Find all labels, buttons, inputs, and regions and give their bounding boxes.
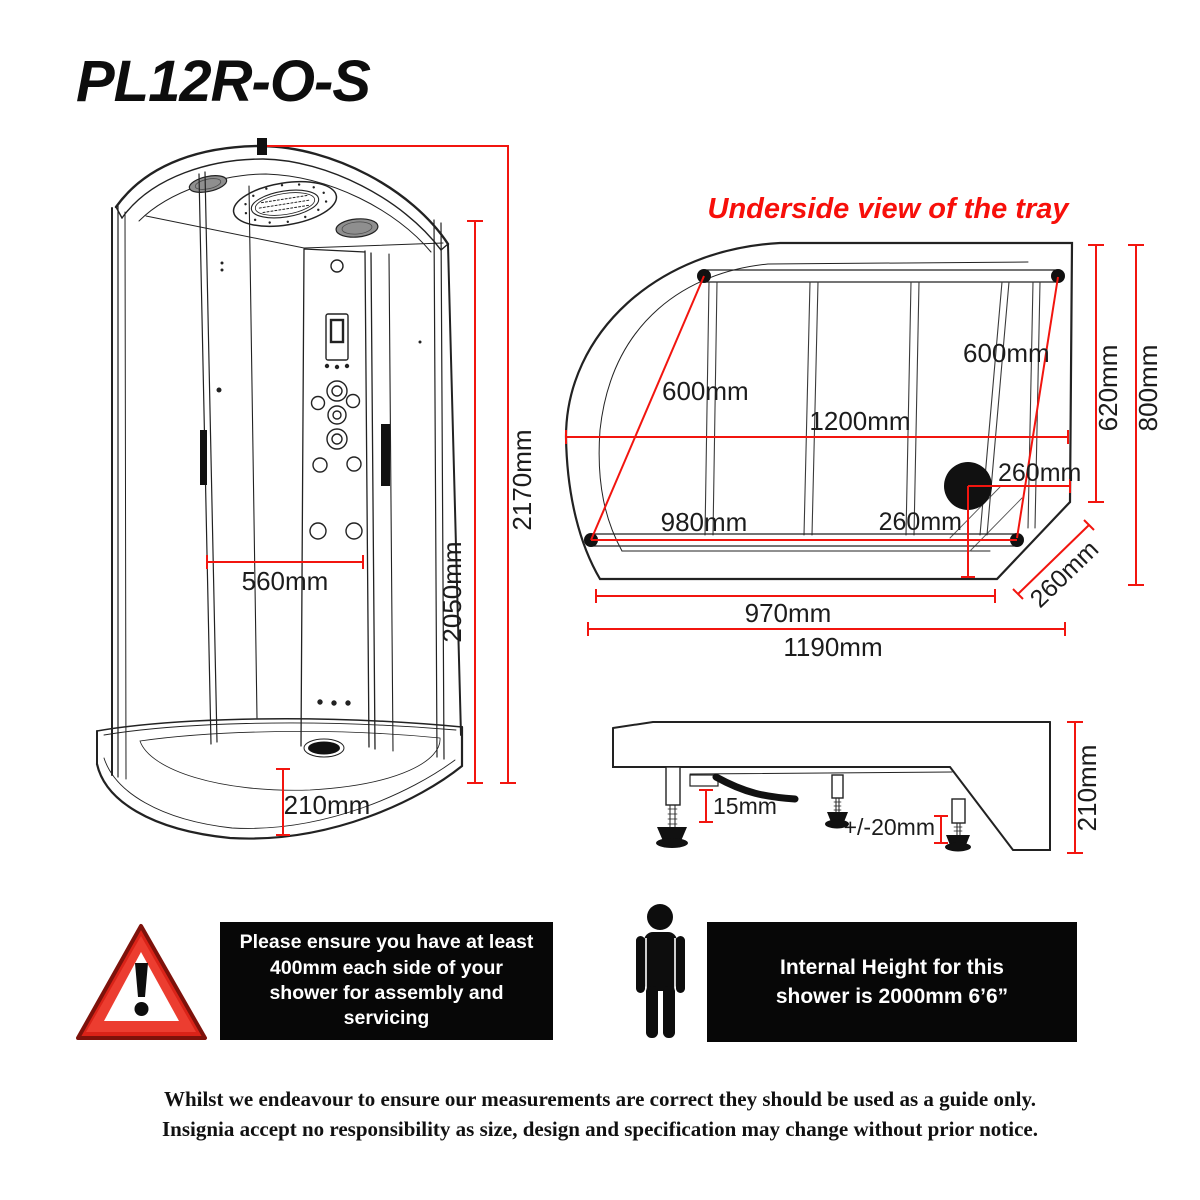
dim-overall-height-label: 2170mm <box>507 429 537 530</box>
dim-corner-label: 260mm <box>1025 535 1104 613</box>
internal-height-notice: Internal Height for this shower is 2000m… <box>707 922 1077 1042</box>
page-title: PL12R-O-S <box>76 49 371 114</box>
dim-diag-left-label: 600mm <box>662 376 749 406</box>
adjustable-foot-left <box>656 766 688 848</box>
cabin-dimension-lines <box>206 145 516 836</box>
clearance-notice-line: servicing <box>343 1007 430 1030</box>
dim-tray-width-label: 1200mm <box>809 406 910 436</box>
roof-datum-tick <box>257 138 267 155</box>
cabin-tray <box>95 718 464 840</box>
dim-diag-right-label: 600mm <box>963 338 1050 368</box>
dim-profile-height-label: 210mm <box>1072 745 1102 832</box>
disclaimer: Whilst we endeavour to ensure our measur… <box>0 1085 1200 1145</box>
internal-height-line: Internal Height for this <box>779 955 1004 979</box>
dim-inner-width-label: 970mm <box>745 598 832 628</box>
clearance-notice-line: Please ensure you have at least <box>239 931 534 954</box>
person-icon <box>636 904 685 1038</box>
rain-shower-head <box>232 180 338 228</box>
dim-drain-to-front-label: 260mm <box>879 508 962 536</box>
dim-bar-label: 980mm <box>661 507 748 537</box>
door-handle-right <box>381 424 390 486</box>
profile-dimension-lines <box>699 721 1083 854</box>
dim-overall-width-label: 1190mm <box>783 632 882 662</box>
clearance-notice-line: 400mm each side of your <box>269 956 503 979</box>
control-panel <box>309 259 363 706</box>
tray-view-title: Underside view of the tray <box>707 193 1069 225</box>
dim-adjustment-label: +/-20mm <box>844 814 935 840</box>
internal-height-line: shower is 2000mm 6’6” <box>775 985 1009 1008</box>
fixing-point-top-right <box>1051 269 1065 283</box>
cabin-drawing <box>95 138 464 840</box>
dim-overall-depth-label: 800mm <box>1133 345 1163 432</box>
dim-inner-depth-label: 620mm <box>1093 345 1123 432</box>
drain-hole <box>308 741 340 755</box>
dim-internal-height-label: 2050mm <box>437 541 467 642</box>
waste-pipe <box>712 773 799 803</box>
tray-profile-drawing <box>612 721 1051 852</box>
clearance-notice: Please ensure you have at least 400mm ea… <box>220 922 553 1040</box>
adjustable-foot-right <box>945 798 971 852</box>
ceiling-vent-right <box>335 218 379 238</box>
dim-drain-to-edge-label: 260mm <box>998 459 1081 487</box>
tray-dimension-lines <box>565 244 1144 636</box>
disclaimer-line-2: Insignia accept no responsibility as siz… <box>161 1116 1039 1141</box>
door-handle-left <box>200 430 207 485</box>
dim-tray-height-label: 210mm <box>284 790 371 820</box>
warning-triangle-icon <box>76 924 207 1040</box>
dim-internal-width-label: 560mm <box>242 566 329 596</box>
dim-clearance-label: 15mm <box>713 793 777 819</box>
adjustable-foot-middle <box>825 774 849 829</box>
clearance-notice-line: shower for assembly and <box>269 982 504 1004</box>
disclaimer-line-1: Whilst we endeavour to ensure our measur… <box>163 1087 1037 1111</box>
ceiling-vent-left <box>188 175 228 193</box>
